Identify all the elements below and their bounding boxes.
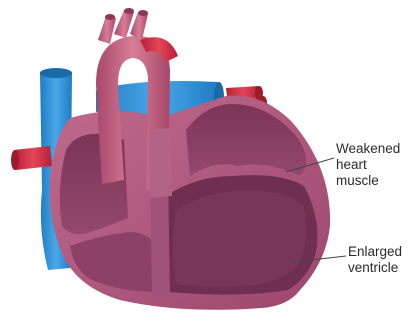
enlarged-ventricle-label: Enlarged ventricle xyxy=(348,244,402,276)
left-red-branch xyxy=(14,146,52,170)
weakened-heart-muscle-label: Weakened heart muscle xyxy=(336,141,400,189)
aortic-stem xyxy=(150,128,172,198)
